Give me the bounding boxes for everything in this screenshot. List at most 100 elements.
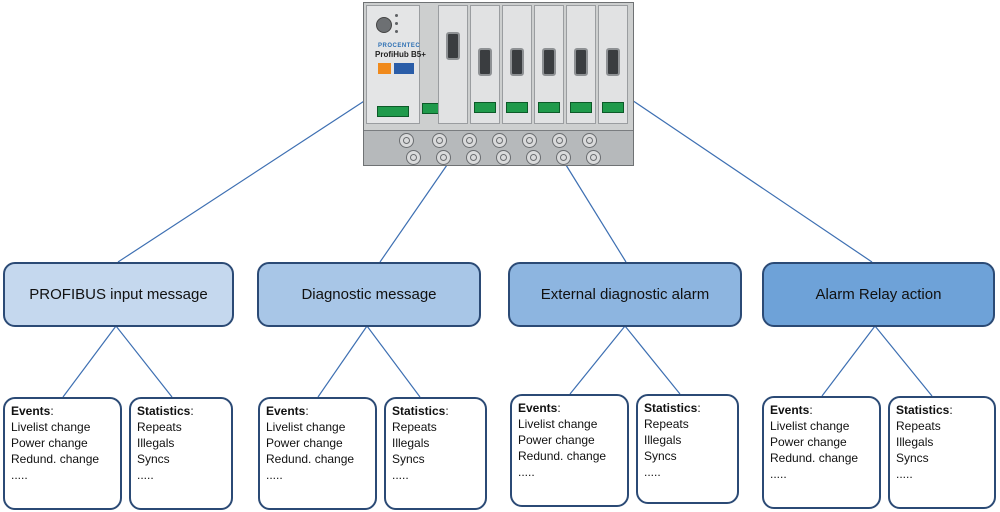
statistics-item: Repeats <box>644 417 689 431</box>
connector-cat4-events <box>821 325 876 397</box>
events-item: Power change <box>266 436 343 450</box>
connector-cat4-stats <box>874 325 933 397</box>
statistics-heading: Statistics <box>137 404 191 418</box>
terminal-block-icon <box>377 106 409 117</box>
statistics-item: Illegals <box>137 436 175 450</box>
db9-port-icon <box>478 48 492 76</box>
cable-gland-icon <box>552 133 567 148</box>
events-item: ..... <box>518 465 535 479</box>
events-item: Livelist change <box>770 419 850 433</box>
statistics-heading: Statistics <box>392 404 446 418</box>
cable-gland-icon <box>496 150 511 165</box>
category-profibus-input-message: PROFIBUS input message <box>3 262 234 327</box>
events-heading: Events <box>770 403 810 417</box>
connector-cat3-stats <box>624 325 681 395</box>
terminal-block-icon <box>570 102 592 113</box>
connector-device-cat4 <box>619 91 873 263</box>
db9-port-icon <box>542 48 556 76</box>
events-item: Redund. change <box>770 451 859 465</box>
device-cable-glands <box>364 130 633 165</box>
statistics-item: ..... <box>896 467 913 481</box>
cable-gland-icon <box>406 150 421 165</box>
statistics-item: Syncs <box>644 449 677 463</box>
power-connector-icon <box>378 63 391 74</box>
device-control-panel: PROCENTEC ProfiHub B5+ <box>366 5 426 124</box>
cable-gland-icon <box>432 133 447 148</box>
statistics-item: Illegals <box>392 436 430 450</box>
cable-gland-icon <box>586 150 601 165</box>
statistics-box: Statistics: Repeats Illegals Syncs ..... <box>384 397 487 510</box>
statistics-item: Repeats <box>137 420 182 434</box>
category-alarm-relay-action: Alarm Relay action <box>762 262 995 327</box>
events-item: Livelist change <box>518 417 598 431</box>
statistics-item: Syncs <box>896 451 929 465</box>
db9-port-icon <box>574 48 588 76</box>
statistics-item: Syncs <box>137 452 170 466</box>
profihub-device-image: PROCENTEC ProfiHub B5+ <box>363 2 634 166</box>
statistics-item: ..... <box>392 468 409 482</box>
statistics-item: Syncs <box>392 452 425 466</box>
channel-module <box>502 5 532 124</box>
events-item: Power change <box>518 433 595 447</box>
channel-module <box>534 5 564 124</box>
events-box: Events: Livelist change Power change Red… <box>762 396 881 509</box>
connector-device-cat3 <box>565 164 627 263</box>
channel-module <box>438 5 468 124</box>
device-model: ProfiHub B5+ <box>375 50 426 59</box>
connector-cat2-stats <box>366 325 421 398</box>
events-item: Redund. change <box>266 452 355 466</box>
events-heading: Events <box>518 401 558 415</box>
cable-gland-icon <box>492 133 507 148</box>
db9-port-icon <box>510 48 524 76</box>
events-item: Livelist change <box>266 420 346 434</box>
db9-port-icon <box>606 48 620 76</box>
led-icon <box>395 30 398 33</box>
statistics-item: Illegals <box>896 435 934 449</box>
statistics-item: Illegals <box>644 433 682 447</box>
terminal-block-icon <box>506 102 528 113</box>
statistics-heading: Statistics <box>644 401 698 415</box>
statistics-box: Statistics: Repeats Illegals Syncs ..... <box>129 397 233 510</box>
cable-gland-icon <box>522 133 537 148</box>
events-item: Power change <box>770 435 847 449</box>
channel-module <box>470 5 500 124</box>
terminal-block-icon <box>538 102 560 113</box>
events-item: Redund. change <box>518 449 607 463</box>
category-external-diagnostic-alarm: External diagnostic alarm <box>508 262 742 327</box>
connector-device-cat1 <box>117 91 379 263</box>
events-item: Power change <box>11 436 88 450</box>
events-heading: Events <box>11 404 51 418</box>
connector-cat3-events <box>569 325 626 395</box>
terminal-block-icon <box>474 102 496 113</box>
events-item: Redund. change <box>11 452 100 466</box>
cable-gland-icon <box>582 133 597 148</box>
connector-cat2-events <box>317 325 368 398</box>
events-item: ..... <box>11 468 28 482</box>
cable-gland-icon <box>526 150 541 165</box>
statistics-heading: Statistics <box>896 403 950 417</box>
connector-cat1-stats <box>115 325 173 398</box>
db9-port-icon <box>446 32 460 60</box>
channel-module <box>598 5 628 124</box>
connector-cat1-events <box>62 325 117 398</box>
led-icon <box>395 22 398 25</box>
brand-logo-icon <box>394 63 414 74</box>
cable-gland-icon <box>556 150 571 165</box>
cable-gland-icon <box>399 133 414 148</box>
statistics-item: Repeats <box>896 419 941 433</box>
statistics-item: ..... <box>137 468 154 482</box>
statistics-box: Statistics: Repeats Illegals Syncs ..... <box>888 396 996 509</box>
statistics-box: Statistics: Repeats Illegals Syncs ..... <box>636 394 739 504</box>
device-front-panel: PROCENTEC ProfiHub B5+ <box>364 3 633 130</box>
connector-device-cat2 <box>379 164 448 263</box>
events-heading: Events <box>266 404 306 418</box>
events-item: ..... <box>266 468 283 482</box>
rotary-switch-icon <box>376 17 392 33</box>
cable-gland-icon <box>462 133 477 148</box>
events-box: Events: Livelist change Power change Red… <box>510 394 629 507</box>
events-item: ..... <box>770 467 787 481</box>
cable-gland-icon <box>466 150 481 165</box>
led-icon <box>395 14 398 17</box>
events-item: Livelist change <box>11 420 91 434</box>
